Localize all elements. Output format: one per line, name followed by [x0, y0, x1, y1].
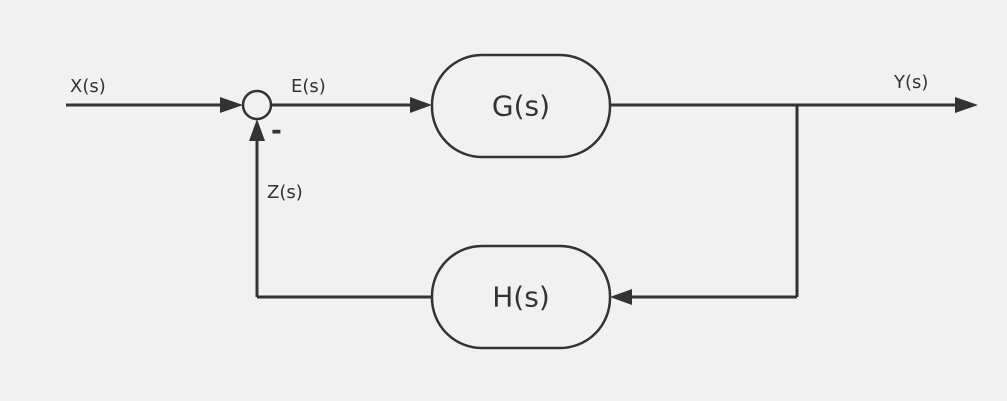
output-signal-label: Y(s): [893, 72, 928, 93]
output-arrowhead: [955, 97, 978, 113]
feedback-sign-label: -: [271, 116, 282, 146]
feedback-up-arrowhead: [249, 119, 265, 141]
feedback-in-arrowhead: [610, 289, 632, 305]
feedback-block-label: H(s): [492, 281, 550, 314]
input-signal-label: X(s): [70, 76, 106, 97]
error-signal-label: E(s): [291, 76, 326, 97]
summing-junction: [241, 89, 273, 121]
input-arrowhead: [220, 97, 243, 113]
forward-block-label: G(s): [492, 90, 550, 123]
feedback-signal-label: Z(s): [267, 182, 303, 203]
error-arrowhead: [410, 97, 432, 113]
